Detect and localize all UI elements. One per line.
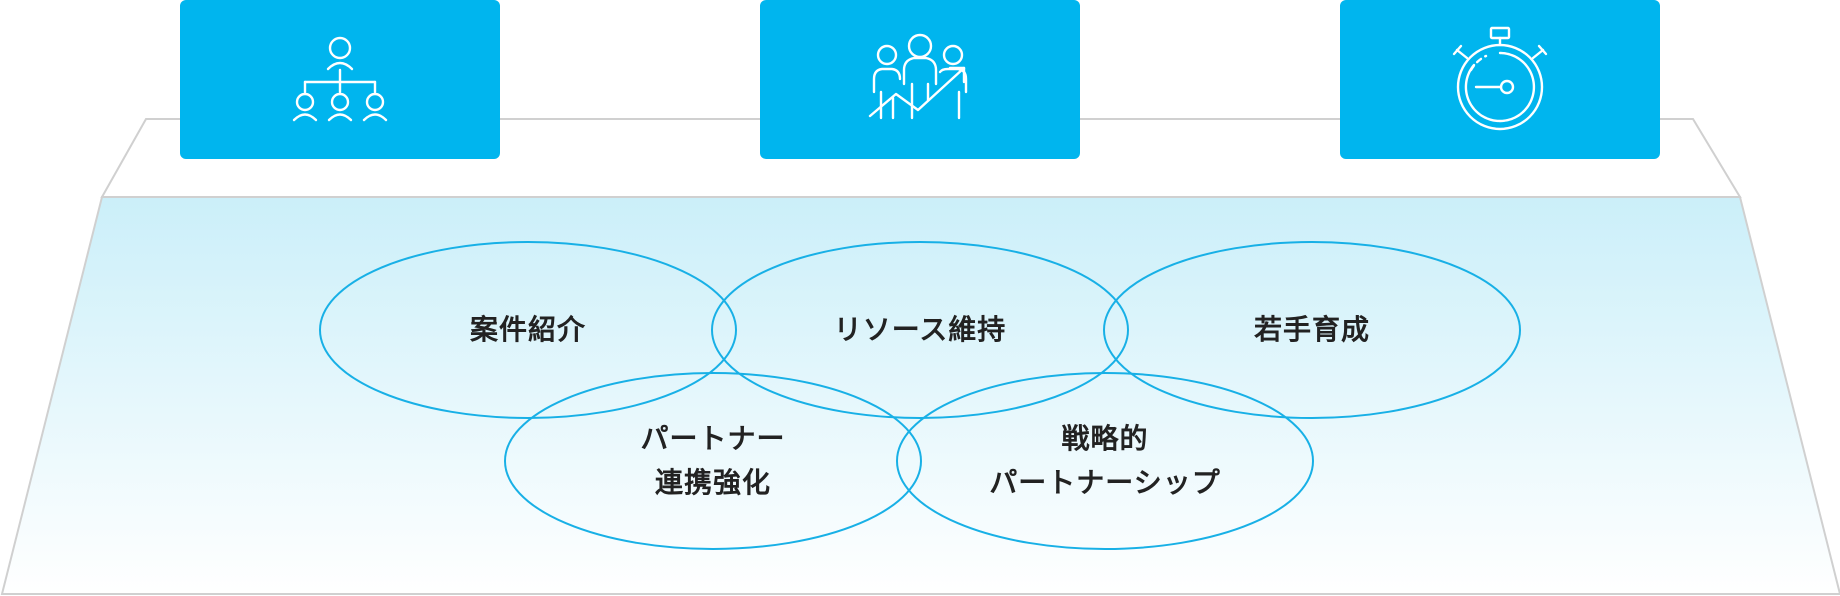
label-line: 案件紹介 — [469, 313, 587, 346]
label-line: パートナー — [640, 422, 786, 455]
circle-strategic-partnership — [896, 372, 1314, 550]
label-partner-collaboration: パートナー 連携強化 — [640, 417, 785, 505]
circle-partner-collaboration — [504, 372, 922, 550]
team-growth-icon — [868, 33, 968, 119]
label-resource-maintenance: リソース維持 — [834, 308, 1007, 352]
circle-case-introduction — [319, 241, 737, 419]
label-case-introduction: 案件紹介 — [470, 308, 586, 352]
label-line: 戦略的 — [1061, 422, 1149, 455]
circle-young-talent-development — [1103, 241, 1521, 419]
organization-chart-icon — [292, 36, 388, 121]
label-strategic-partnership: 戦略的 パートナーシップ — [989, 417, 1220, 505]
stopwatch-icon — [1452, 26, 1548, 130]
organization-card — [180, 0, 500, 159]
label-line: リソース維持 — [833, 313, 1007, 346]
label-line: パートナーシップ — [989, 466, 1221, 499]
circle-resource-maintenance — [711, 241, 1129, 419]
label-young-talent-development: 若手育成 — [1254, 308, 1370, 352]
platform-main — [0, 196, 1840, 595]
label-line: 若手育成 — [1253, 313, 1371, 346]
team-growth-card — [760, 0, 1080, 159]
label-line: 連携強化 — [654, 466, 772, 499]
stopwatch-card — [1340, 0, 1660, 159]
